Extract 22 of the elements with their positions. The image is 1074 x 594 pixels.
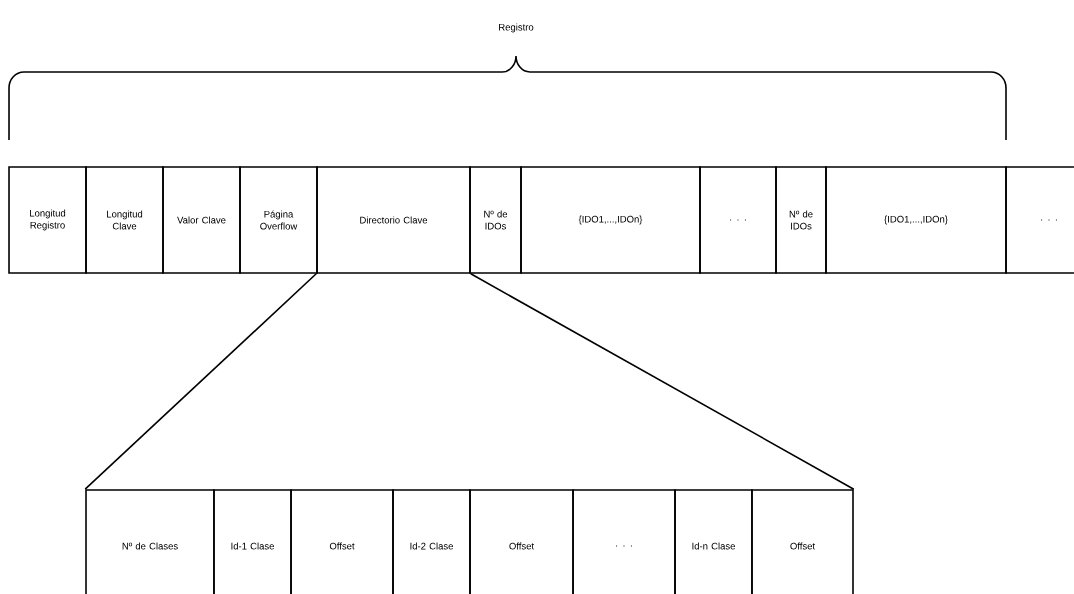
field-cell: Offset — [751, 489, 854, 594]
field-cell: Nº de IDOs — [469, 166, 522, 274]
field-cell: . . . — [572, 489, 676, 594]
field-cell: {IDO1,...,IDOn} — [825, 166, 1007, 274]
field-cell: . . . — [1005, 166, 1074, 274]
field-cell: Id-1 Clase — [213, 489, 292, 594]
field-cell: Nº de IDOs — [775, 166, 827, 274]
field-cell: Longitud Clave — [85, 166, 164, 274]
field-cell: Longitud Registro — [8, 166, 87, 274]
title-label: Registro — [499, 23, 534, 33]
field-cell: Directorio Clave — [316, 166, 471, 274]
field-cell: . . . — [699, 166, 777, 274]
field-cell: Offset — [469, 489, 574, 594]
expansion-line — [470, 273, 855, 490]
expansion-line — [84, 273, 317, 490]
field-cell: Id-2 Clase — [392, 489, 471, 594]
field-cell: Valor Clave — [162, 166, 241, 274]
field-cell: Offset — [290, 489, 394, 594]
field-cell: Nº de Clases — [85, 489, 215, 594]
field-cell: Página Overflow — [239, 166, 318, 274]
field-cell: Id-n Clase — [674, 489, 753, 594]
field-cell: {IDO1,...,IDOn} — [520, 166, 701, 274]
